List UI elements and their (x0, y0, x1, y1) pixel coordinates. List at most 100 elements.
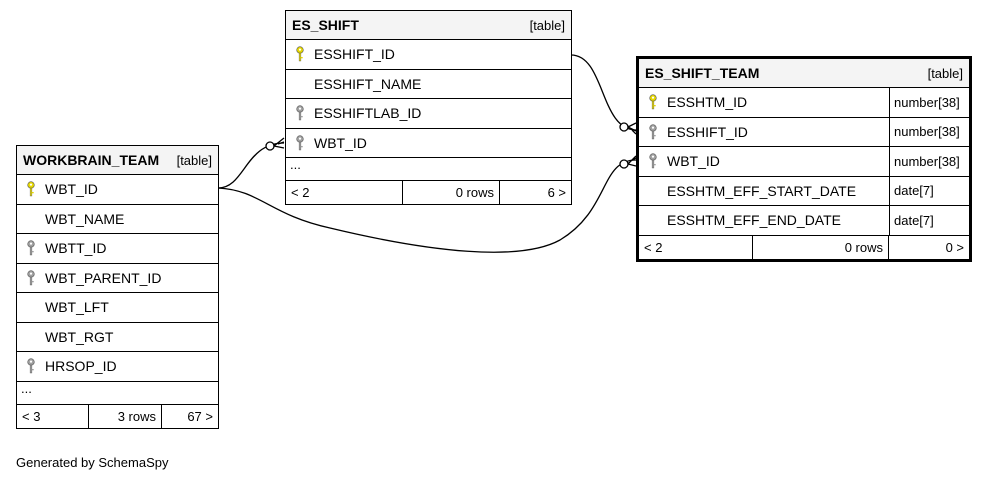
column-row[interactable]: ESSHTM_EFF_START_DATE date[7] (639, 176, 969, 206)
primary-key-icon (286, 46, 314, 62)
crowsfoot-many-marker (627, 122, 637, 135)
column-name-cell: WBT_ID (286, 129, 571, 158)
column-name: WBTT_ID (45, 240, 107, 257)
crowsfoot-zero-marker (619, 122, 629, 132)
column-row[interactable]: WBT_ID (286, 129, 571, 158)
column-name: WBT_NAME (45, 210, 125, 227)
table-footer: < 2 0 rows 6 > (286, 181, 571, 204)
column-name: ESSHIFT_NAME (314, 75, 422, 92)
column-name-cell: WBT_ID (17, 175, 218, 204)
column-name: ESSHTM_ID (667, 94, 748, 111)
column-name: ESSHIFT_ID (667, 123, 748, 140)
column-type: number[38] (889, 147, 969, 176)
row-count: 3 rows (88, 404, 161, 428)
children-count[interactable]: 6 > (499, 181, 571, 204)
column-name-cell: WBT_PARENT_ID (17, 264, 218, 293)
column-row[interactable]: ESSHTM_EFF_END_DATE date[7] (639, 206, 969, 236)
table-header: ES_SHIFT_TEAM [table] (639, 59, 969, 88)
crowsfoot-zero-marker (619, 159, 629, 169)
table-type-label: [table] (927, 65, 963, 81)
table-header: WORKBRAIN_TEAM [table] (17, 146, 218, 175)
table-footer: < 2 0 rows 0 > (639, 235, 969, 259)
column-name: ESSHIFTLAB_ID (314, 105, 422, 122)
table-name: ES_SHIFT_TEAM (645, 65, 760, 81)
column-row[interactable]: ESSHIFT_ID number[38] (639, 117, 969, 147)
relation-esshift-id (570, 54, 637, 131)
column-row[interactable]: WBT_ID (17, 175, 218, 205)
row-count: 0 rows (402, 181, 499, 204)
row-count: 0 rows (752, 235, 888, 259)
column-name: WBT_LFT (45, 299, 109, 316)
table-footer: < 3 3 rows 67 > (17, 404, 218, 428)
column-name-cell: WBTT_ID (17, 234, 218, 263)
table-type-label: [table] (176, 152, 212, 168)
column-name: WBT_ID (45, 181, 98, 198)
column-name: WBT_ID (667, 153, 720, 170)
relation-wbt-id-to-shift-team (217, 159, 637, 253)
column-name-cell: ESSHIFT_NAME (286, 70, 571, 99)
column-list: WBT_ID WBT_NAME WBTT_ID WBT_PARENT_ID WBT_LF… (17, 175, 218, 382)
relation-wbt-id-to-shift (217, 142, 285, 189)
column-name-cell: WBT_ID (639, 147, 889, 176)
column-row[interactable]: WBT_NAME (17, 205, 218, 234)
primary-key-icon (17, 181, 45, 197)
column-name: ESSHIFT_ID (314, 46, 395, 63)
crowsfoot-many-marker (273, 137, 285, 149)
column-name-cell: ESSHTM_EFF_END_DATE (639, 206, 889, 235)
foreign-key-icon (286, 105, 314, 121)
table-type-label: [table] (529, 17, 565, 33)
generated-by-caption: Generated by SchemaSpy (16, 455, 169, 470)
foreign-key-icon (639, 153, 667, 169)
parents-count[interactable]: < 2 (644, 239, 663, 255)
foreign-key-icon (639, 124, 667, 140)
crowsfoot-many-marker (627, 155, 637, 167)
children-count[interactable]: 0 > (888, 235, 969, 259)
table-es-shift-team[interactable]: ES_SHIFT_TEAM [table] ESSHTM_ID number[38… (636, 56, 972, 262)
table-name: ES_SHIFT (292, 17, 359, 33)
foreign-key-icon (17, 358, 45, 374)
more-columns-ellipsis: ... (286, 158, 571, 181)
parents-count[interactable]: < 2 (291, 185, 310, 200)
column-list: ESSHIFT_ID ESSHIFT_NAME ESSHIFTLAB_ID WBT_I… (286, 40, 571, 158)
primary-key-icon (639, 94, 667, 110)
table-name: WORKBRAIN_TEAM (23, 152, 160, 168)
column-name-cell: HRSOP_ID (17, 352, 218, 381)
column-name-cell: ESSHIFTLAB_ID (286, 99, 571, 128)
column-row[interactable]: WBT_LFT (17, 293, 218, 323)
more-columns-ellipsis: ... (17, 381, 218, 405)
column-name: WBT_ID (314, 134, 367, 151)
column-row[interactable]: ESSHIFT_NAME (286, 70, 571, 99)
column-name: ESSHTM_EFF_END_DATE (667, 212, 841, 229)
column-name-cell: ESSHTM_EFF_START_DATE (639, 177, 889, 206)
column-row[interactable]: WBT_ID number[38] (639, 147, 969, 177)
column-name: WBT_PARENT_ID (45, 269, 162, 286)
column-name: HRSOP_ID (45, 358, 117, 375)
column-name-cell: ESSHIFT_ID (286, 40, 571, 69)
column-row[interactable]: ESSHIFTLAB_ID (286, 99, 571, 129)
column-name-cell: WBT_NAME (17, 205, 218, 234)
column-row[interactable]: ESSHTM_ID number[38] (639, 88, 969, 118)
column-row[interactable]: WBT_RGT (17, 323, 218, 352)
column-name: ESSHTM_EFF_START_DATE (667, 182, 857, 199)
column-row[interactable]: ESSHIFT_ID (286, 40, 571, 70)
foreign-key-icon (17, 240, 45, 256)
column-name-cell: ESSHTM_ID (639, 88, 889, 117)
column-row[interactable]: HRSOP_ID (17, 352, 218, 382)
column-type: date[7] (889, 176, 969, 205)
column-name: WBT_RGT (45, 328, 114, 345)
column-type: number[38] (889, 88, 969, 117)
column-row[interactable]: WBTT_ID (17, 234, 218, 264)
column-row[interactable]: WBT_PARENT_ID (17, 264, 218, 293)
parents-count[interactable]: < 3 (22, 408, 41, 424)
column-name-cell: WBT_RGT (17, 323, 218, 352)
children-count[interactable]: 67 > (161, 404, 218, 428)
column-type: date[7] (889, 206, 969, 235)
column-name-cell: ESSHIFT_ID (639, 118, 889, 147)
table-header: ES_SHIFT [table] (286, 11, 571, 40)
column-type: number[38] (889, 117, 969, 146)
crowsfoot-zero-marker (265, 141, 275, 151)
